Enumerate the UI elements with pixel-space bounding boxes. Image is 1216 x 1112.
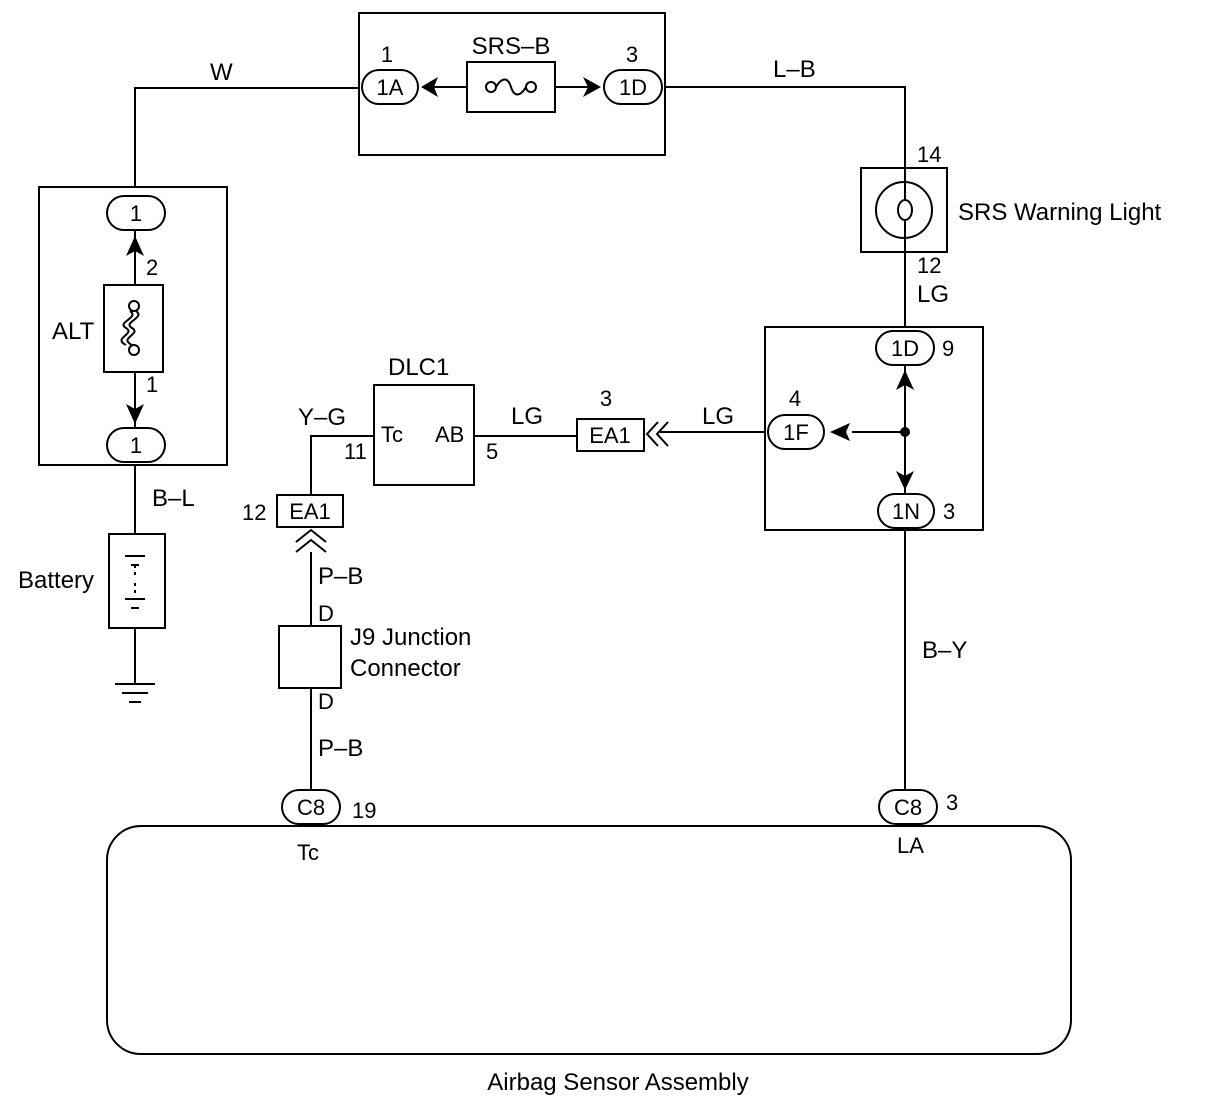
- j9-box: [278, 625, 342, 689]
- wire-label-p-b-upper: P–B: [318, 563, 363, 590]
- connector-arrow-1n: [896, 471, 914, 490]
- warning-light-pin-bottom: 12: [917, 253, 941, 278]
- ea1-left-pin: 12: [242, 500, 266, 525]
- connector-ea1-left: [276, 494, 344, 528]
- fuse-right-pin: 3: [626, 42, 638, 67]
- airbag-sensor-label: Airbag Sensor Assembly: [487, 1069, 748, 1096]
- connector-1d-junction-label: 1D: [891, 336, 919, 361]
- warning-light-label: SRS Warning Light: [958, 199, 1162, 226]
- connector-1-alt-bottom: [106, 427, 166, 463]
- sensor-left-pin: 19: [352, 798, 376, 823]
- junction-bottom-pin: 3: [943, 499, 955, 524]
- junction-top-pin: 9: [942, 336, 954, 361]
- connector-1a: [361, 69, 419, 105]
- ground-icon: [115, 683, 155, 703]
- wire-label-lg-light: LG: [917, 281, 949, 308]
- connector-ea1-left-label: EA1: [289, 499, 331, 524]
- connector-1f-label: 1F: [783, 420, 809, 445]
- connector-c8-right: [878, 789, 938, 825]
- alt-label: ALT: [52, 318, 95, 345]
- dlc1-ab-label: AB: [435, 422, 464, 447]
- sensor-right-pin: 3: [946, 790, 958, 815]
- connector-ea1-mid-label: EA1: [589, 423, 631, 448]
- junction-node: [900, 427, 910, 437]
- sensor-right-terminal: LA: [897, 833, 924, 858]
- connector-1d-junction: [875, 330, 935, 366]
- dlc1-label: DLC1: [388, 354, 449, 381]
- junction-left-pin: 4: [789, 386, 801, 411]
- wire-label-l-b: L–B: [773, 56, 816, 83]
- connector-arrow-alt-top: [126, 236, 144, 256]
- connector-1-alt-bottom-label: 1: [130, 433, 142, 458]
- connector-1-alt-top: [106, 195, 166, 231]
- connector-1f: [767, 414, 825, 450]
- connector-1-alt-top-label: 1: [130, 201, 142, 226]
- connector-1d-fuse-label: 1D: [619, 75, 647, 100]
- connector-1a-label: 1A: [377, 75, 404, 100]
- connector-arrow-1a: [421, 77, 438, 97]
- wire-label-b-y: B–Y: [922, 637, 967, 664]
- dlc1-box: [373, 384, 475, 486]
- connector-1d-fuse: [603, 69, 663, 105]
- wire-label-w: W: [210, 59, 233, 86]
- sensor-left-terminal: Tc: [297, 840, 319, 865]
- fuse-name: SRS–B: [472, 33, 551, 60]
- alt-bottom-pin: 1: [146, 372, 158, 397]
- connector-chevron-ea1-mid: [645, 421, 659, 447]
- battery-box: [108, 533, 166, 629]
- fuse-left-pin: 1: [381, 42, 393, 67]
- airbag-sensor-box: [106, 825, 1072, 1055]
- battery-label: Battery: [18, 567, 94, 594]
- j9-pin-bottom: D: [318, 689, 334, 714]
- wire-y-g: [310, 435, 374, 495]
- j9-pin-top: D: [318, 601, 334, 626]
- connector-c8-right-label: C8: [894, 795, 922, 820]
- connector-arrow-1d: [583, 77, 601, 97]
- dlc1-tc-label: Tc: [381, 422, 403, 447]
- connector-1n: [877, 493, 935, 529]
- ea1-mid-pin: 3: [600, 386, 612, 411]
- wire-label-b-l: B–L: [152, 485, 195, 512]
- connector-c8-left-label: C8: [297, 795, 325, 820]
- dlc1-ab-pin: 5: [486, 439, 498, 464]
- j9-label-line1: J9 Junction: [350, 624, 471, 651]
- wire-label-lg-dlc: LG: [511, 403, 543, 430]
- wire-label-lg-mid: LG: [702, 403, 734, 430]
- j9-label-line2: Connector: [350, 655, 461, 682]
- dlc1-tc-pin: 11: [344, 439, 367, 464]
- wire-l-b: [662, 86, 906, 168]
- connector-ea1-mid: [576, 418, 645, 452]
- wire-w: [134, 87, 362, 196]
- alt-top-pin: 2: [146, 255, 158, 280]
- connector-1n-label: 1N: [892, 499, 920, 524]
- warning-light-pin-top: 14: [917, 142, 941, 167]
- connector-arrow-alt-bottom: [126, 404, 144, 424]
- connector-arrow-1f: [830, 423, 850, 441]
- wire-label-y-g: Y–G: [298, 404, 346, 431]
- connector-c8-left: [281, 789, 341, 825]
- wire-label-p-b-lower: P–B: [318, 735, 363, 762]
- connector-arrow-1d-junction: [896, 370, 914, 390]
- connector-chevron-ea1-left: [295, 528, 327, 543]
